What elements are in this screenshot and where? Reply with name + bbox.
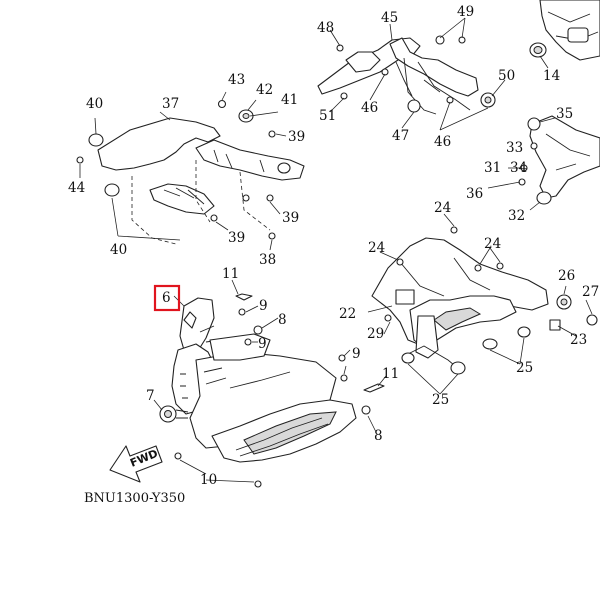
- callout-38: 38: [259, 252, 276, 268]
- callout-9-mid: 9: [258, 336, 267, 352]
- callout-22: 22: [339, 306, 356, 322]
- front-cowling-assembly: [153, 279, 387, 488]
- callout-27: 27: [582, 284, 599, 300]
- callout-39-low: 39: [228, 230, 245, 246]
- upper-left-panel: [76, 91, 305, 251]
- callout-39-mid: 39: [282, 210, 299, 226]
- highlight-box-callout-6: [153, 284, 181, 312]
- callout-50: 50: [498, 68, 515, 84]
- callout-40-top: 40: [86, 96, 103, 112]
- callout-6: 6: [162, 290, 171, 306]
- callout-36: 36: [466, 186, 483, 202]
- right-inner-panel: [367, 213, 598, 395]
- diagram-code: BNU1300-Y350: [84, 491, 185, 506]
- callout-45: 45: [381, 10, 398, 26]
- right-stay-assembly: [487, 115, 600, 211]
- callout-41: 41: [281, 92, 298, 108]
- callout-10: 10: [200, 472, 217, 488]
- callout-7: 7: [146, 388, 155, 404]
- callout-29: 29: [367, 326, 384, 342]
- callout-47: 47: [392, 128, 409, 144]
- callout-11-right: 11: [382, 366, 399, 382]
- callout-42: 42: [256, 82, 273, 98]
- callout-23: 23: [570, 332, 587, 348]
- callout-26: 26: [558, 268, 575, 284]
- callout-44: 44: [68, 180, 85, 196]
- callout-24-top: 24: [434, 200, 451, 216]
- top-bracket-assembly: [317, 17, 506, 131]
- callout-9-right: 9: [352, 346, 361, 362]
- callout-25-right: 25: [516, 360, 533, 376]
- callout-34: 34: [510, 160, 527, 176]
- forward-direction-arrow: FWD: [109, 445, 163, 483]
- top-right-bracket: [529, 0, 600, 69]
- callout-43: 43: [228, 72, 245, 88]
- callout-46-left: 46: [361, 100, 378, 116]
- callout-9-top: 9: [259, 298, 268, 314]
- callout-35: 35: [556, 106, 573, 122]
- callout-8-top: 8: [278, 312, 287, 328]
- callout-37: 37: [162, 96, 179, 112]
- callout-48: 48: [317, 20, 334, 36]
- callout-8-bottom: 8: [374, 428, 383, 444]
- callout-labels: 48 45 49 14 50 51 46 47 46 43 42 41 40 3…: [68, 4, 599, 488]
- callout-11-top: 11: [222, 266, 239, 282]
- callout-14: 14: [543, 68, 560, 84]
- callout-39-top: 39: [288, 129, 305, 145]
- callout-49: 49: [457, 4, 474, 20]
- callout-33: 33: [506, 140, 523, 156]
- callout-25-left: 25: [432, 392, 449, 408]
- callout-32: 32: [508, 208, 525, 224]
- callout-24-left: 24: [368, 240, 385, 256]
- callout-31: 31: [484, 160, 501, 176]
- callout-40-bottom: 40: [110, 242, 127, 258]
- callout-46-right: 46: [434, 134, 451, 150]
- callout-24-right: 24: [484, 236, 501, 252]
- callout-51: 51: [319, 108, 336, 124]
